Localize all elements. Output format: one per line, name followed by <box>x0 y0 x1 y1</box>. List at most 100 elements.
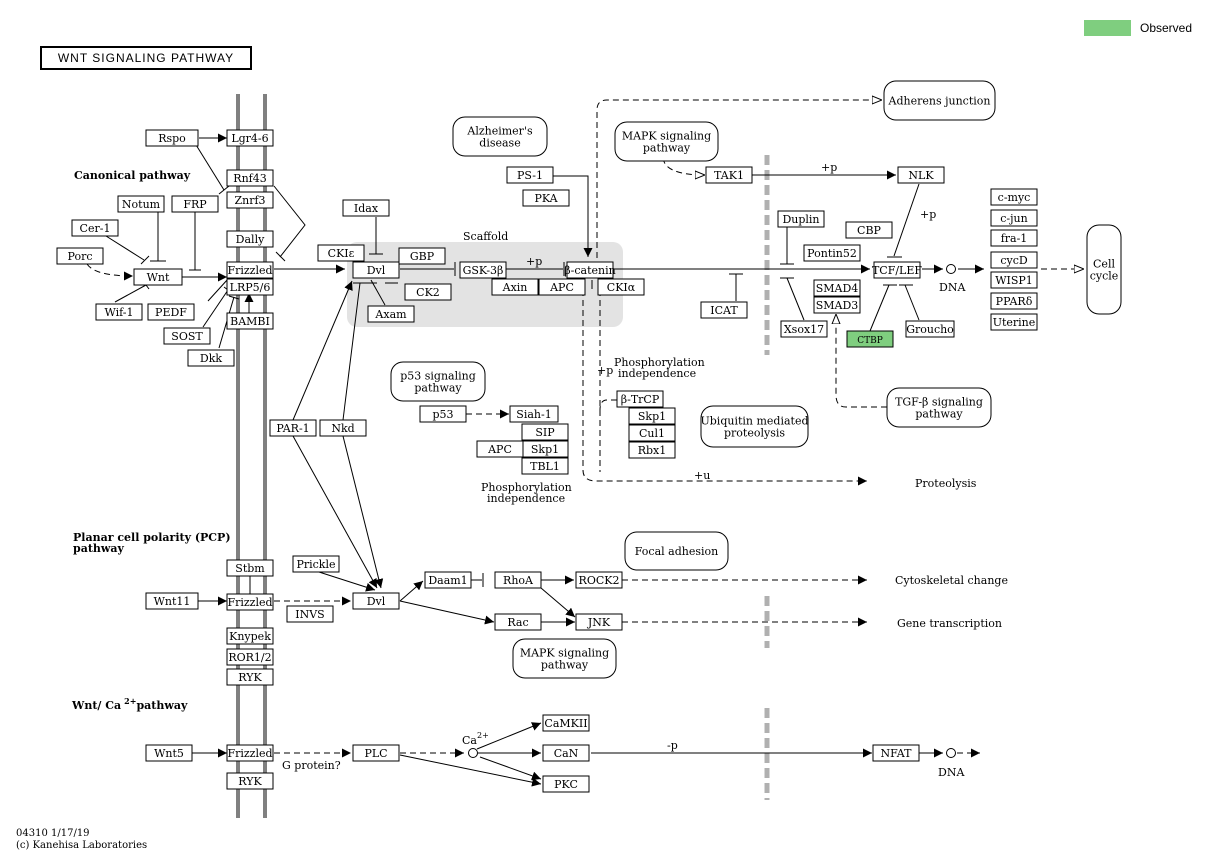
gene-box-camkii[interactable]: CaMKII <box>542 714 590 732</box>
gene-box-invs[interactable]: INVS <box>286 605 334 623</box>
gene-box-axam[interactable]: Axam <box>367 305 415 323</box>
gene-box-par1[interactable]: PAR-1 <box>269 419 317 437</box>
gene-box-can[interactable]: CaN <box>542 744 590 762</box>
gene-box-notum[interactable]: Notum <box>117 195 165 213</box>
map-node-adherens[interactable]: Adherens junction <box>883 80 996 121</box>
gene-box-dkk[interactable]: Dkk <box>187 349 235 367</box>
gene-box-axin[interactable]: Axin <box>491 278 539 296</box>
gene-box-frame <box>117 195 165 213</box>
gene-box-ryk-ca[interactable]: RYK <box>226 772 274 790</box>
gene-box-skp1-b[interactable]: Skp1 <box>628 407 676 425</box>
gene-box-duplin[interactable]: Duplin <box>777 210 825 228</box>
gene-box-tak1[interactable]: TAK1 <box>705 166 753 184</box>
gene-box-bambi[interactable]: BAMBI <box>226 312 274 330</box>
gene-box-ckia[interactable]: CKIα <box>597 278 645 296</box>
gene-box-frame <box>419 405 467 423</box>
gene-label: Groucho <box>906 323 954 336</box>
gene-box-wisp[interactable]: WISP1 <box>990 271 1038 289</box>
gene-box-cycd[interactable]: cycD <box>990 251 1038 269</box>
gene-box-frizzled-ca[interactable]: Frizzled <box>226 744 274 762</box>
gene-box-wnt[interactable]: Wnt <box>133 268 183 286</box>
gene-box-rac[interactable]: Rac <box>494 613 542 631</box>
gene-box-rock2[interactable]: ROCK2 <box>575 571 623 589</box>
gene-box-frizzled-p[interactable]: Frizzled <box>226 593 274 611</box>
gene-box-wnt11[interactable]: Wnt11 <box>145 592 199 610</box>
gene-box-gsk[interactable]: GSK-3β <box>459 261 507 279</box>
gene-box-rbx1[interactable]: Rbx1 <box>628 441 676 459</box>
gene-box-rhoa[interactable]: RhoA <box>494 571 542 589</box>
gene-box-bcat[interactable]: β-catenin <box>564 261 616 279</box>
gene-box-ror[interactable]: ROR1/2 <box>226 648 274 666</box>
gene-box-cul1[interactable]: Cul1 <box>628 424 676 442</box>
gene-box-knypek[interactable]: Knypek <box>226 627 274 645</box>
gene-box-ppar[interactable]: PPARδ <box>990 292 1038 310</box>
gene-box-frame <box>226 191 274 209</box>
gene-box-sost[interactable]: SOST <box>163 327 211 345</box>
gene-box-pkc[interactable]: PKC <box>542 775 590 793</box>
gene-box-cer1[interactable]: Cer-1 <box>71 219 119 237</box>
gene-box-frame <box>404 283 452 301</box>
map-node-label: pathway <box>414 382 462 395</box>
gene-box-nkd[interactable]: Nkd <box>319 419 367 437</box>
gene-box-smad3[interactable]: SMAD3 <box>813 296 861 314</box>
gene-box-icat[interactable]: ICAT <box>700 301 748 319</box>
map-node-focal-adhesion[interactable]: Focal adhesion <box>624 531 729 571</box>
gene-box-dvl-c[interactable]: Dvl <box>352 261 400 279</box>
gene-box-xsox[interactable]: Xsox17 <box>780 320 828 338</box>
gene-box-porc[interactable]: Porc <box>56 247 104 265</box>
gene-box-gbp[interactable]: GBP <box>398 247 446 265</box>
gene-box-tbl1[interactable]: TBL1 <box>521 457 569 475</box>
gene-box-groucho[interactable]: Groucho <box>905 320 955 338</box>
gene-box-pontin[interactable]: Pontin52 <box>803 244 861 262</box>
gene-box-btrcp[interactable]: β-TrCP <box>616 390 664 408</box>
gene-box-smad4[interactable]: SMAD4 <box>813 279 861 297</box>
gene-box-frame <box>145 744 193 762</box>
gene-box-plc[interactable]: PLC <box>352 744 400 762</box>
gene-box-nfat[interactable]: NFAT <box>872 744 920 762</box>
gene-box-ctbp[interactable]: CTBP <box>846 330 894 348</box>
gene-box-cjun[interactable]: c-jun <box>990 209 1038 227</box>
gene-box-ckie[interactable]: CKIε <box>317 244 365 262</box>
gene-box-frp[interactable]: FRP <box>171 195 219 213</box>
gene-box-dally[interactable]: Dally <box>226 230 274 248</box>
gene-box-wif1[interactable]: Wif-1 <box>95 303 143 321</box>
gene-box-stbm[interactable]: Stbm <box>226 559 274 577</box>
gene-box-ck2[interactable]: CK2 <box>404 283 452 301</box>
gene-box-daam1[interactable]: Daam1 <box>424 571 472 589</box>
gene-label: p53 <box>432 408 453 421</box>
gene-box-znrf3[interactable]: Znrf3 <box>226 191 274 209</box>
gene-box-cbp[interactable]: CBP <box>845 221 893 239</box>
gene-box-dvl-p[interactable]: Dvl <box>352 592 400 610</box>
gene-box-apc-b[interactable]: APC <box>476 440 524 458</box>
gene-box-jnk[interactable]: JNK <box>575 613 623 631</box>
gene-box-p53[interactable]: p53 <box>419 405 467 423</box>
gene-box-uterine[interactable]: Uterine <box>990 313 1038 331</box>
gene-box-sip[interactable]: SIP <box>521 423 569 441</box>
gene-box-lgr[interactable]: Lgr4-6 <box>226 129 274 147</box>
gene-box-rnf43[interactable]: Rnf43 <box>226 169 274 187</box>
gene-box-frizzled-c[interactable]: Frizzled <box>226 261 274 279</box>
gene-box-prickle[interactable]: Prickle <box>292 555 340 573</box>
gene-box-tcf[interactable]: TCF/LEF <box>872 261 922 279</box>
gene-box-cmyc[interactable]: c-myc <box>990 188 1038 206</box>
gene-box-rspo[interactable]: Rspo <box>145 129 199 147</box>
gene-box-pka[interactable]: PKA <box>522 189 570 207</box>
gene-box-idax[interactable]: Idax <box>342 199 390 217</box>
gene-box-skp1-a[interactable]: Skp1 <box>521 440 569 458</box>
gene-box-wnt5[interactable]: Wnt5 <box>145 744 193 762</box>
gene-box-siah[interactable]: Siah-1 <box>509 405 559 423</box>
gene-box-ps1[interactable]: PS-1 <box>506 166 554 184</box>
gene-box-lrp[interactable]: LRP5/6 <box>226 278 274 296</box>
gene-box-pedf[interactable]: PEDF <box>147 303 195 321</box>
gene-box-apc-c[interactable]: APC <box>538 278 586 296</box>
gene-box-nlk[interactable]: NLK <box>897 166 945 184</box>
gene-box-ryk-p[interactable]: RYK <box>226 668 274 686</box>
gene-box-fra1[interactable]: fra-1 <box>990 229 1038 247</box>
